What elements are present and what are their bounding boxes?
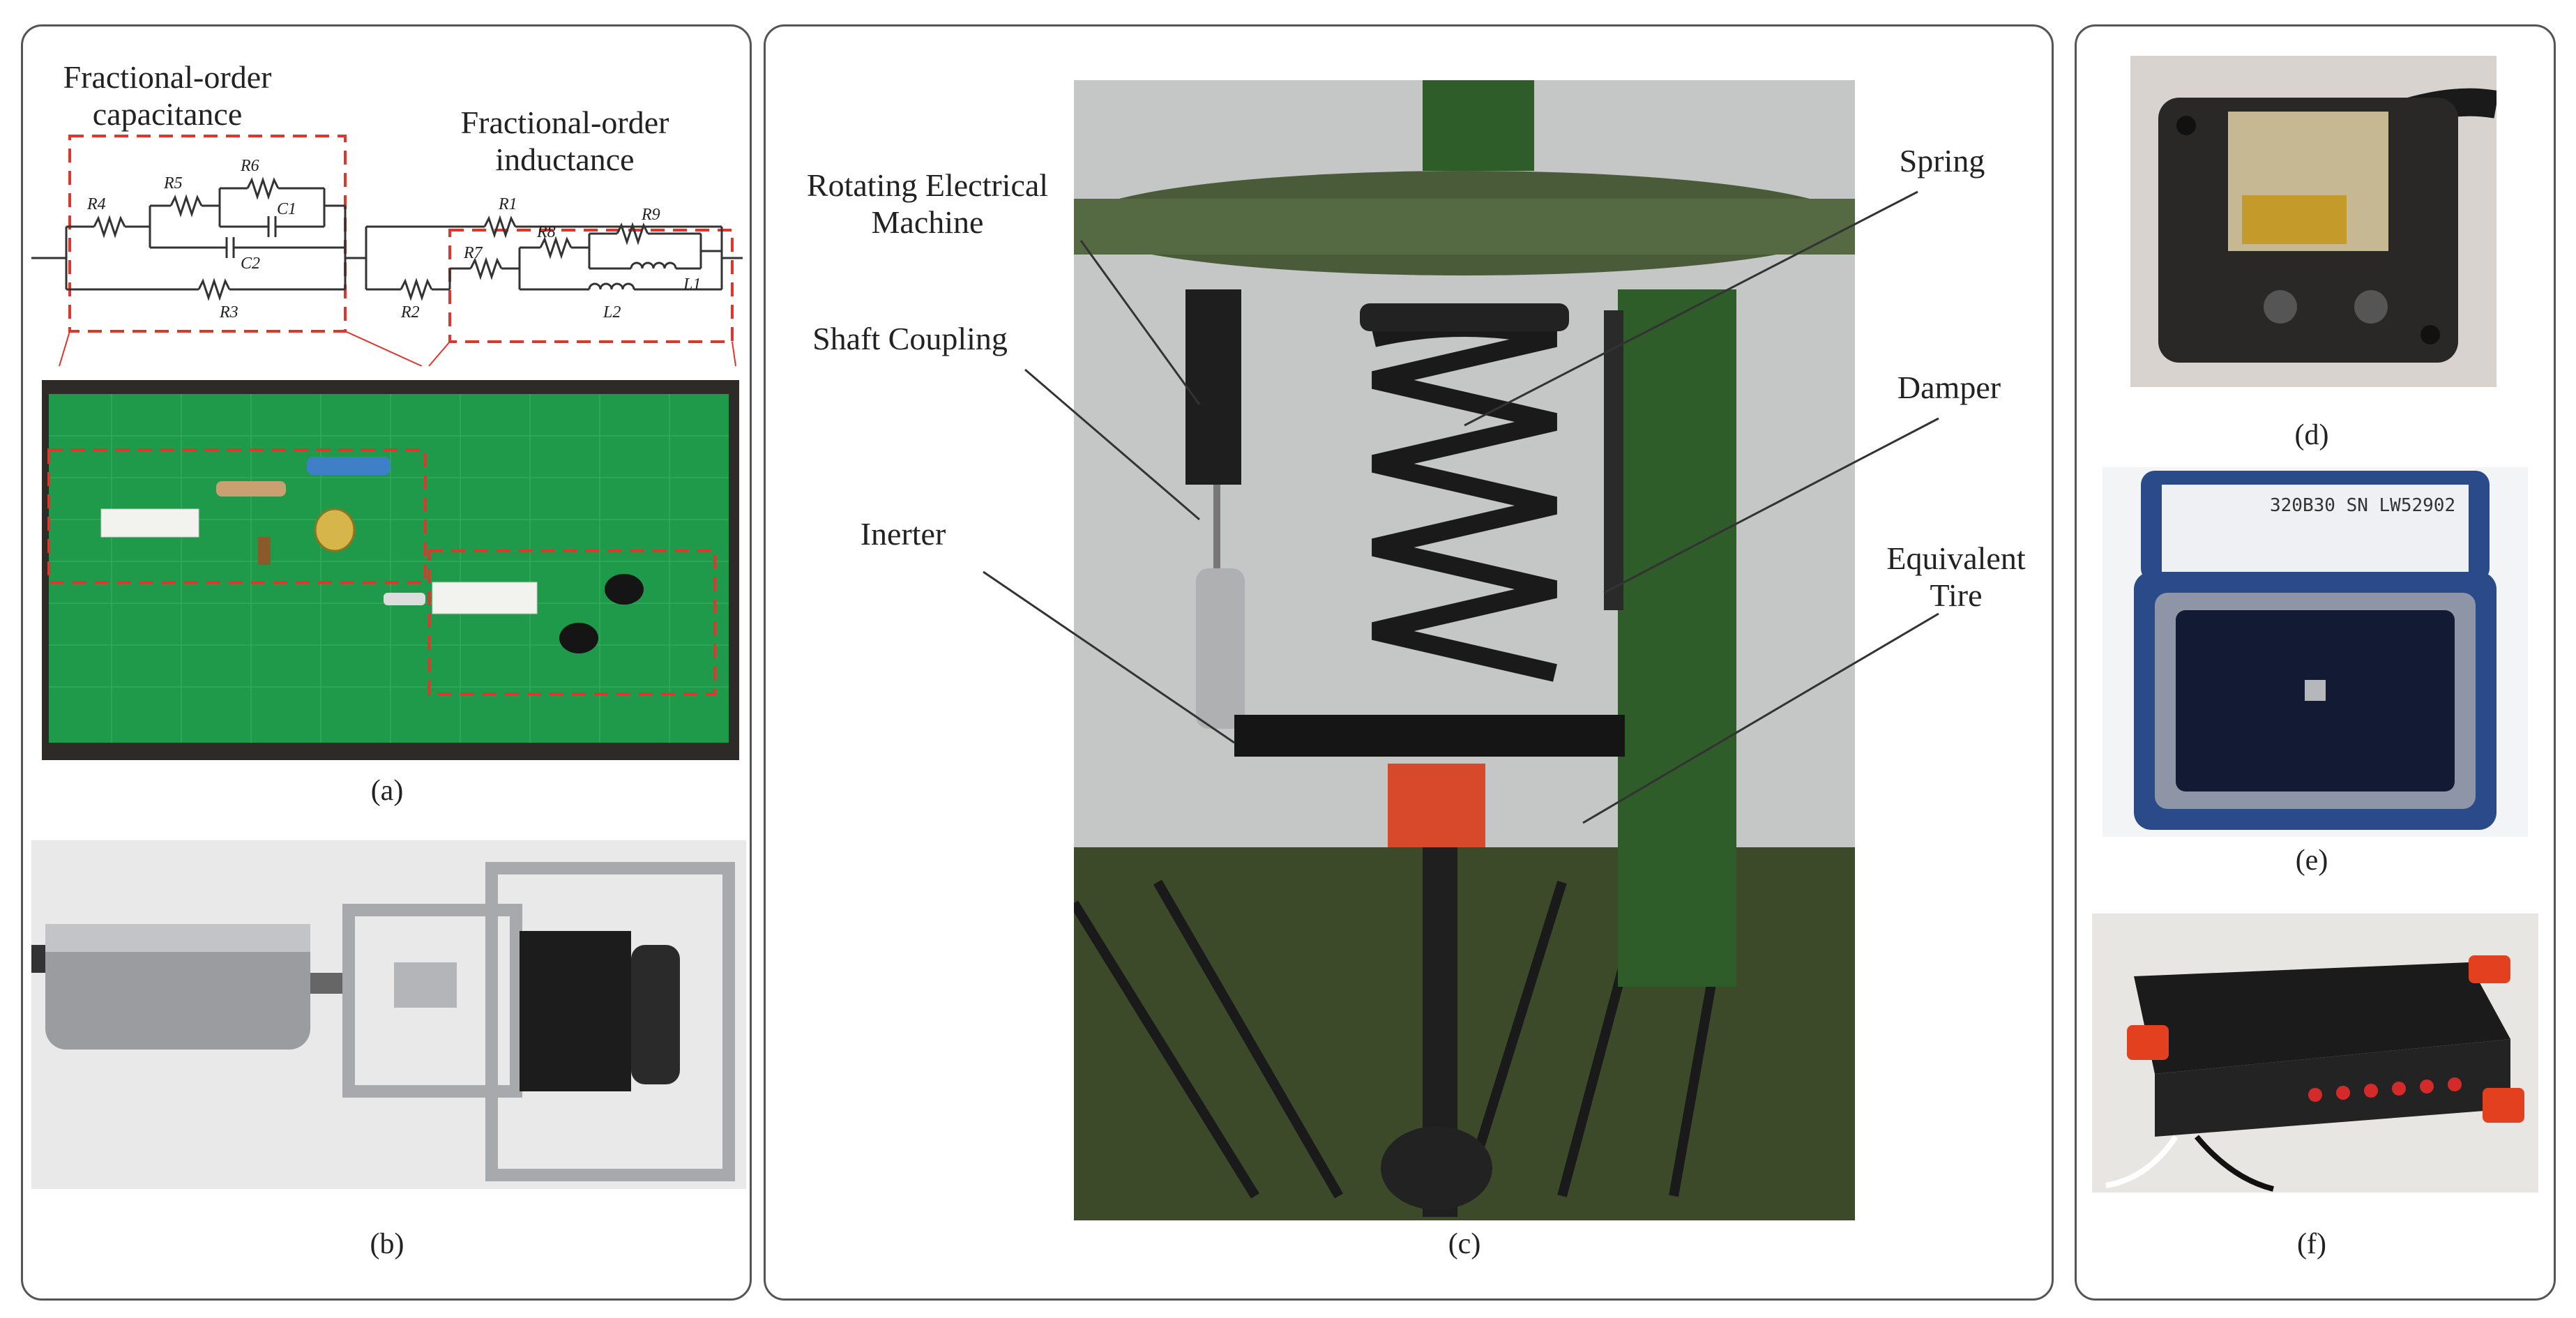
caption-e: (e) [2295, 844, 2328, 877]
caption-d: (d) [2294, 419, 2329, 451]
label-r4: R4 [86, 195, 106, 213]
caption-b: (b) [370, 1228, 404, 1260]
label-spring: Spring [1899, 143, 1985, 179]
label-fractional-capacitance: Fractional-order capacitance [63, 59, 272, 132]
inerter-assembly-photo [31, 840, 746, 1189]
label-r6: R6 [240, 157, 259, 175]
label-r5: R5 [163, 174, 183, 192]
pcb-photo [42, 380, 739, 760]
caption-f: (f) [2297, 1228, 2326, 1260]
caption-a: (a) [370, 775, 404, 807]
label-l2: L2 [603, 303, 621, 321]
label-inerter: Inerter [860, 516, 946, 552]
inductance-box [448, 229, 734, 343]
label-c1: C1 [277, 200, 296, 218]
accelerometer-case-photo: 320B30 SN LW52902 [2103, 467, 2528, 837]
label-r3: R3 [219, 303, 238, 321]
case-label: 320B30 SN LW52902 [2270, 495, 2456, 516]
laser-sensor-photo [2130, 56, 2497, 387]
daq-device-photo [2092, 914, 2538, 1192]
label-fractional-inductance: Fractional-order inductance [460, 105, 669, 177]
label-r2: R2 [400, 303, 420, 321]
label-r7: R7 [463, 244, 483, 262]
test-rig-photo [1074, 80, 1855, 1220]
circuit-diagram: R4 R5 R6 C1 C2 R3 R1 R2 R7 R8 R9 L1 L2 [31, 59, 743, 366]
label-equivalent-tire: Equivalent Tire [1886, 540, 2026, 613]
label-l1: L1 [683, 275, 701, 294]
capacitance-box [68, 135, 347, 333]
caption-c: (c) [1448, 1228, 1481, 1260]
label-r8: R8 [536, 223, 556, 241]
label-shaft-coupling: Shaft Coupling [812, 321, 1008, 356]
label-damper: Damper [1897, 370, 2001, 405]
label-r9: R9 [641, 206, 660, 224]
label-r1: R1 [498, 195, 517, 213]
label-c2: C2 [241, 255, 260, 273]
circuit-svg: R4 R5 R6 C1 C2 R3 R1 R2 R7 R8 R9 L1 L2 [31, 135, 743, 366]
label-rotating-electrical-machine: Rotating Electrical Machine [806, 167, 1049, 240]
